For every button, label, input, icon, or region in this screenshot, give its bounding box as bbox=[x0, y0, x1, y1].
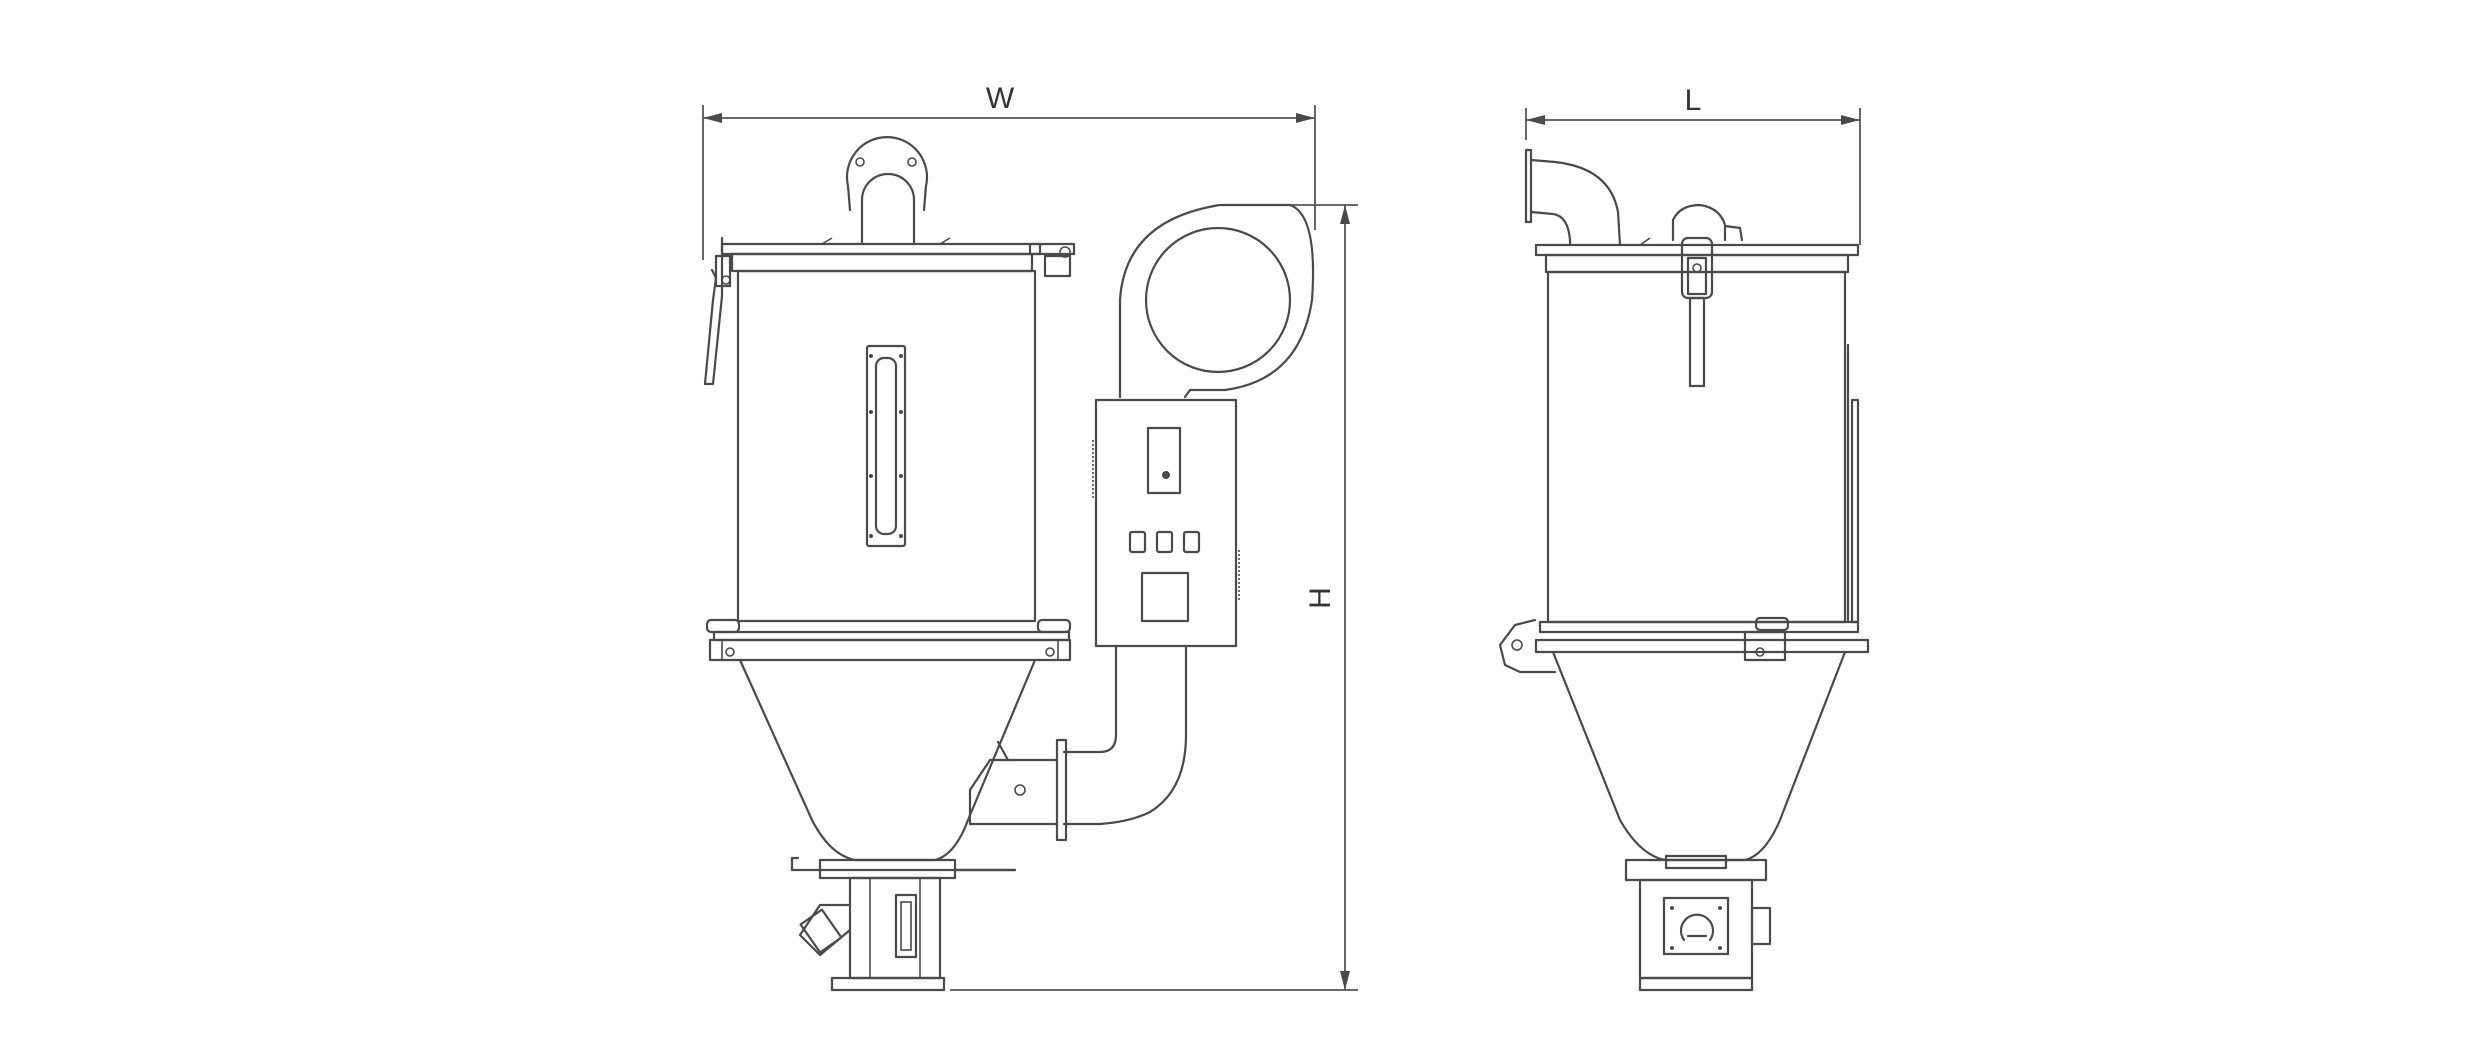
height-label: H bbox=[1304, 587, 1337, 609]
blower bbox=[1118, 203, 1315, 399]
width-label: W bbox=[986, 82, 1015, 115]
side-view: L bbox=[1498, 84, 1870, 992]
mid-flange bbox=[705, 618, 1072, 662]
height-dimension: H bbox=[950, 204, 1358, 991]
discharge-assembly bbox=[790, 856, 1017, 992]
top-inlet-elbow bbox=[845, 136, 929, 244]
hopper-lid bbox=[703, 236, 1076, 386]
front-view: W H bbox=[702, 82, 1358, 992]
hopper-body bbox=[736, 269, 1037, 623]
sight-glass bbox=[865, 344, 907, 548]
side-discharge bbox=[1624, 854, 1772, 992]
control-box bbox=[1092, 398, 1240, 648]
length-dimension: L bbox=[1525, 84, 1861, 245]
side-lid bbox=[1534, 203, 1860, 388]
length-label: L bbox=[1685, 84, 1702, 117]
width-dimension: W bbox=[702, 82, 1316, 260]
side-cone bbox=[1551, 650, 1847, 862]
side-inlet-elbow bbox=[1524, 148, 1622, 247]
side-body bbox=[1546, 270, 1860, 624]
hot-air-duct bbox=[968, 644, 1188, 842]
side-mid-flange bbox=[1498, 616, 1870, 674]
